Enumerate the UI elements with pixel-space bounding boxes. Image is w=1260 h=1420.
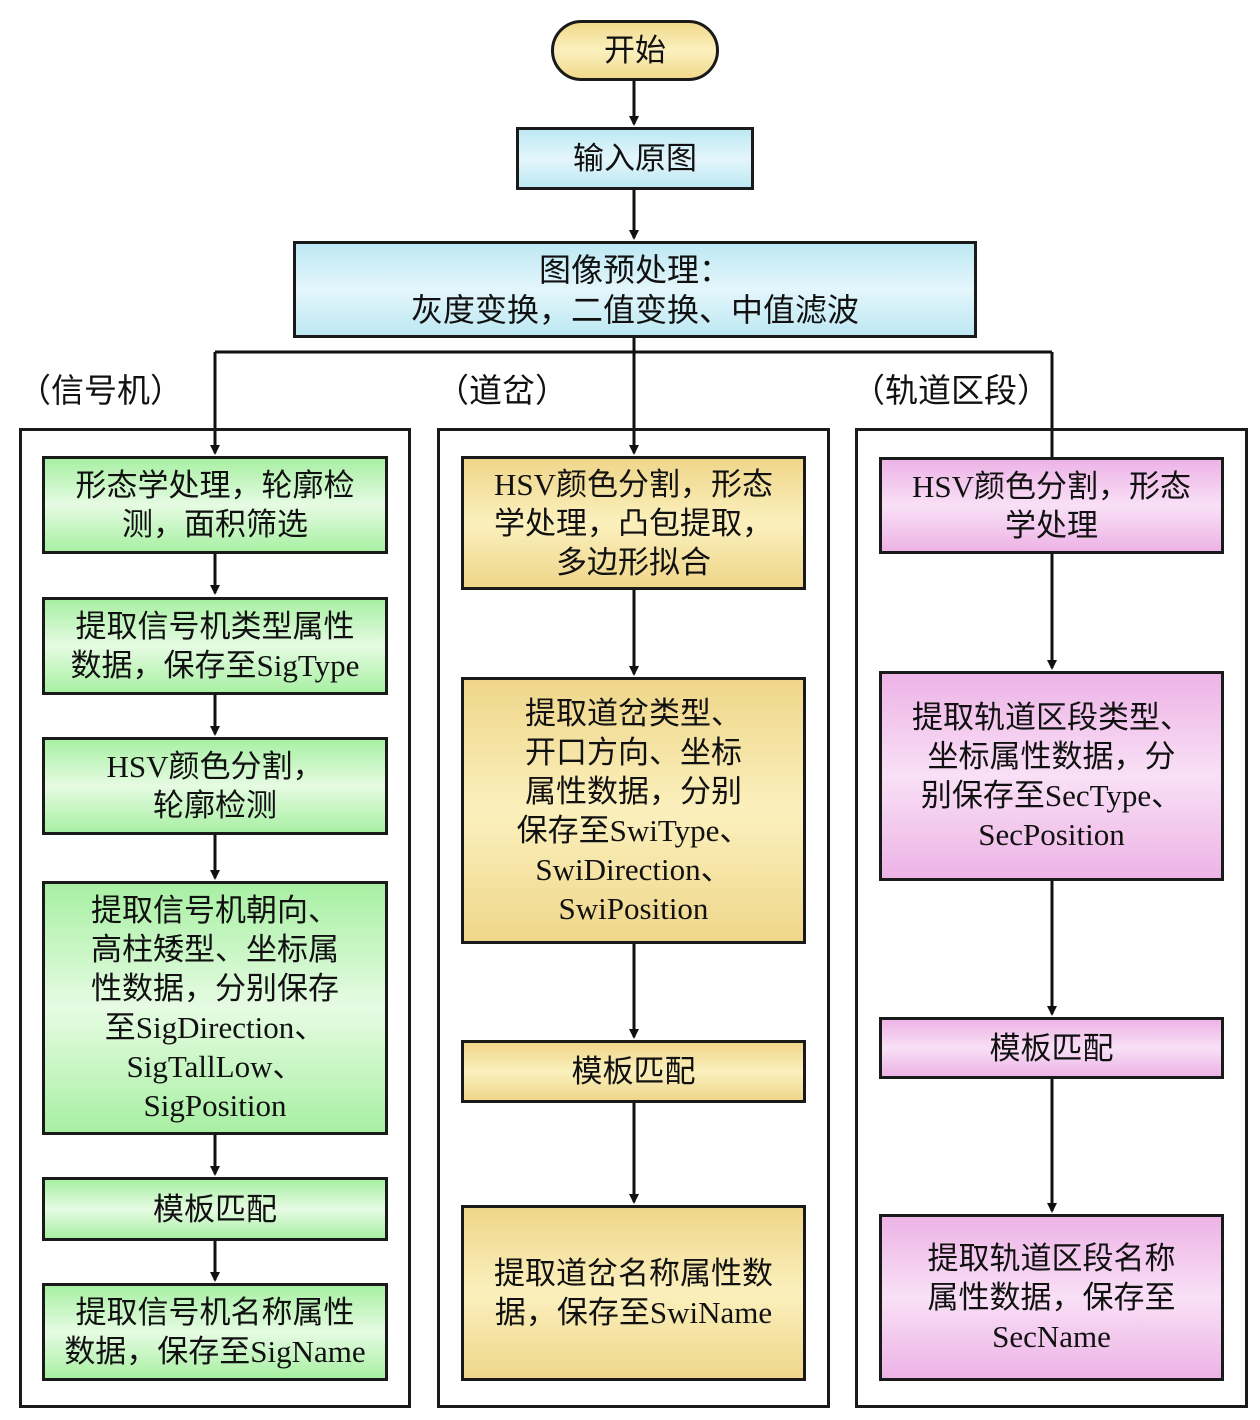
switch-step-2: 提取道岔类型、 开口方向、坐标 属性数据，分别 保存至SwiType、 SwiD… — [461, 677, 806, 944]
signal-step-2: 提取信号机类型属性 数据，保存至SigType — [42, 597, 388, 695]
signal-lane-label: （信号机） — [18, 374, 183, 410]
switch-step-4-label: 提取道岔名称属性数 据，保存至SwiName — [494, 1256, 773, 1330]
section-step-1-label: HSV颜色分割，形态 学处理 — [911, 468, 1191, 543]
signal-step-4: 提取信号机朝向、 高柱矮型、坐标属 性数据，分别保存 至SigDirection… — [42, 881, 388, 1135]
section-step-3-label: 模板匹配 — [989, 1030, 1114, 1066]
switch-step-3: 模板匹配 — [461, 1040, 806, 1103]
signal-step-3: HSV颜色分割， 轮廓检测 — [42, 737, 388, 835]
preprocess-step: 图像预处理： 灰度变换，二值变换、中值滤波 — [293, 241, 977, 338]
section-step-1: HSV颜色分割，形态 学处理 — [879, 457, 1224, 554]
signal-step-6-label: 提取信号机名称属性 数据，保存至SigName — [64, 1295, 366, 1369]
section-lane-label: （轨道区段） — [852, 374, 1050, 410]
section-step-3: 模板匹配 — [879, 1017, 1224, 1079]
signal-step-6: 提取信号机名称属性 数据，保存至SigName — [42, 1283, 388, 1381]
signal-step-3-label: HSV颜色分割， 轮廓检测 — [106, 749, 324, 823]
switch-lane — [437, 428, 830, 1408]
switch-step-1-label: HSV颜色分割，形态 学处理，凸包提取， 多边形拟合 — [493, 466, 773, 580]
signal-step-2-label: 提取信号机类型属性 数据，保存至SigType — [70, 609, 360, 683]
section-step-4: 提取轨道区段名称 属性数据，保存至 SecName — [879, 1214, 1224, 1381]
switch-step-4: 提取道岔名称属性数 据，保存至SwiName — [461, 1205, 806, 1381]
switch-step-3-label: 模板匹配 — [571, 1054, 696, 1089]
section-lane — [855, 428, 1248, 1408]
signal-step-1: 形态学处理，轮廓检 测，面积筛选 — [42, 456, 388, 554]
section-step-2-label: 提取轨道区段类型、 坐标属性数据，分 别保存至SecType、 SecPosit… — [912, 700, 1191, 852]
switch-step-2-label: 提取道岔类型、 开口方向、坐标 属性数据，分别 保存至SwiType、 SwiD… — [516, 695, 751, 926]
input-image-step: 输入原图 — [516, 127, 754, 190]
section-step-2: 提取轨道区段类型、 坐标属性数据，分 别保存至SecType、 SecPosit… — [879, 671, 1224, 881]
signal-step-5: 模板匹配 — [42, 1177, 388, 1241]
switch-lane-label: （道岔） — [436, 374, 568, 410]
start-label: 开始 — [604, 33, 666, 68]
section-step-4-label: 提取轨道区段名称 属性数据，保存至 SecName — [927, 1241, 1176, 1354]
start-terminal: 开始 — [551, 20, 719, 81]
preprocess-label: 图像预处理： 灰度变换，二值变换、中值滤波 — [410, 251, 859, 328]
switch-step-1: HSV颜色分割，形态 学处理，凸包提取， 多边形拟合 — [461, 456, 806, 590]
signal-step-5-label: 模板匹配 — [153, 1191, 277, 1227]
input-image-label: 输入原图 — [573, 141, 697, 176]
signal-step-4-label: 提取信号机朝向、 高柱矮型、坐标属 性数据，分别保存 至SigDirection… — [91, 893, 339, 1123]
signal-step-1-label: 形态学处理，轮廓检 测，面积筛选 — [75, 468, 355, 542]
signal-lane — [19, 428, 411, 1408]
